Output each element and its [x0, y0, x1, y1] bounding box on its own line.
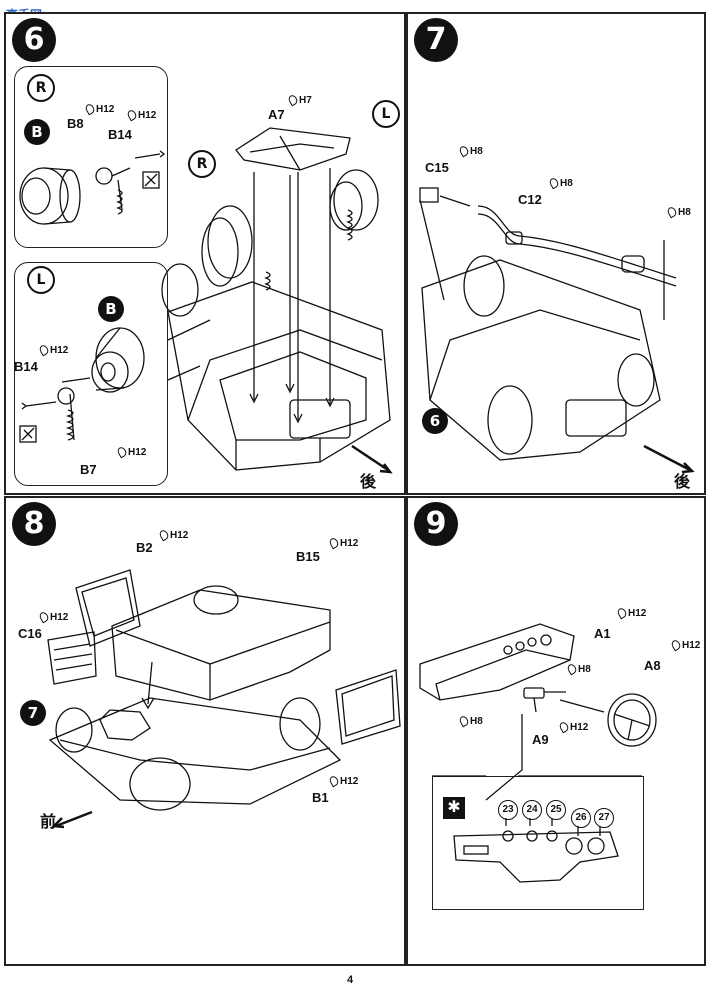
paint-callout: H12 — [558, 721, 588, 734]
part-label-b1: B1 — [312, 790, 329, 805]
part-label-b14: B14 — [14, 359, 38, 374]
paint-callout: H8 — [458, 145, 483, 158]
decal-star-icon: ✱ — [443, 797, 465, 819]
decal-number: 26 — [571, 808, 591, 828]
paint-callout: H8 — [666, 206, 691, 219]
step-8-badge: 8 — [12, 502, 56, 546]
door-panel-b2 — [75, 569, 141, 647]
right-side-marker: R — [27, 74, 55, 102]
paint-callout: H12 — [328, 537, 358, 550]
seat-frame-c16 — [47, 631, 97, 685]
part-label-b7: B7 — [80, 462, 97, 477]
steering-wheel-a8 — [607, 693, 657, 747]
step-6-badge: 6 — [12, 18, 56, 62]
paint-callout: H12 — [670, 639, 700, 652]
right-side-marker: R — [188, 150, 216, 178]
previous-step-marker: 7 — [20, 700, 46, 726]
decal-number: 27 — [594, 808, 614, 828]
part-label-a7: A7 — [268, 107, 285, 122]
wheel-illustration — [19, 167, 81, 225]
dash-detail — [453, 818, 619, 883]
paint-callout: H8 — [548, 177, 573, 190]
paint-callout: H12 — [616, 607, 646, 620]
part-label-c15: C15 — [425, 160, 449, 175]
part-label-b14: B14 — [108, 127, 132, 142]
part-label-b15: B15 — [296, 549, 320, 564]
page-number: 4 — [347, 974, 354, 986]
paint-callout: H12 — [84, 103, 114, 116]
axle-illustration — [21, 377, 91, 441]
part-label-b2: B2 — [136, 540, 153, 555]
decal-detail-box — [432, 776, 644, 910]
decal-number: 24 — [522, 800, 542, 820]
chassis-illustration — [161, 169, 391, 471]
step-6-left-wheel-box — [14, 262, 168, 486]
part-label-a1: A1 — [594, 626, 611, 641]
left-side-marker: L — [372, 100, 400, 128]
paint-callout: H8 — [458, 715, 483, 728]
part-label-b8: B8 — [67, 116, 84, 131]
paint-callout: H12 — [158, 529, 188, 542]
suspension-part-a7 — [235, 127, 351, 171]
decal-number: 23 — [498, 800, 518, 820]
part-label-a9: A9 — [532, 732, 549, 747]
paint-callout: H12 — [126, 109, 156, 122]
wheel-part-marker: B — [98, 296, 124, 322]
chassis-illustration — [48, 697, 342, 811]
rear-direction-label: 後 — [674, 472, 691, 491]
part-label-c12: C12 — [518, 192, 542, 207]
left-side-marker: L — [27, 266, 55, 294]
part-label-a8: A8 — [644, 658, 661, 673]
steering-column-a9 — [523, 687, 566, 713]
paint-callout: H12 — [38, 344, 68, 357]
chassis-illustration — [419, 199, 665, 461]
decal-number: 25 — [546, 800, 566, 820]
paint-callout: H7 — [287, 94, 312, 107]
interior-tub-b15 — [111, 585, 331, 710]
no-glue-icon — [142, 171, 160, 189]
wheel-part-marker: B — [24, 119, 50, 145]
door-panel-b1 — [335, 669, 401, 745]
step-7-panel: 7 — [406, 12, 706, 495]
step-7-badge: 7 — [414, 18, 458, 62]
axle-illustration — [95, 150, 166, 215]
wheel-illustration — [91, 327, 145, 393]
step-9-badge: 9 — [414, 502, 458, 546]
dashboard-part-a1 — [419, 623, 575, 701]
paint-callout: H12 — [38, 611, 68, 624]
rear-direction-label: 後 — [360, 472, 377, 491]
paint-callout: H12 — [116, 446, 146, 459]
exhaust-pipe-c12 — [477, 205, 677, 287]
part-label-c16: C16 — [18, 626, 42, 641]
part-c15 — [419, 187, 439, 203]
paint-callout: H12 — [328, 775, 358, 788]
no-glue-icon — [19, 425, 37, 443]
paint-callout: H8 — [566, 663, 591, 676]
